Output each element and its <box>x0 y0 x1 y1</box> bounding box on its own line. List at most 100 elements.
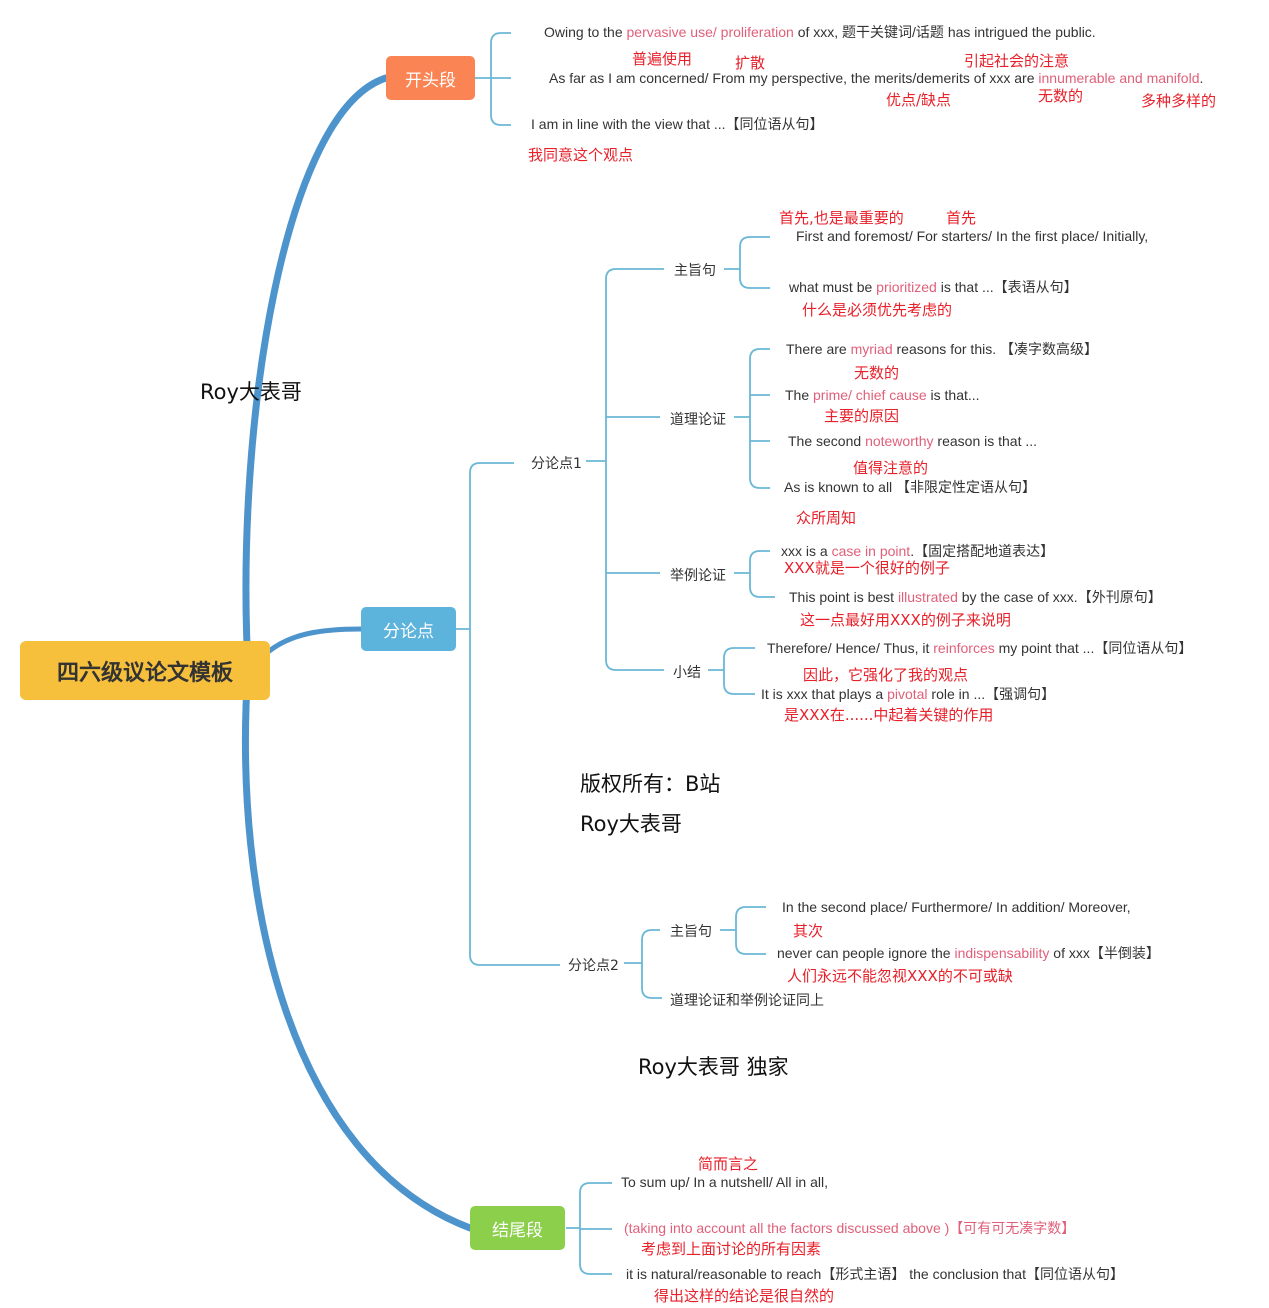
highlight: prime/ chief cause <box>813 387 927 403</box>
text: is that ...【表语从句】 <box>936 279 1078 295</box>
point1-example-label[interactable]: 举例论证 <box>670 568 726 584</box>
opening-sentence-2[interactable]: As far as I am concerned/ From my perspe… <box>549 69 1203 87</box>
point1-reasoning-label[interactable]: 道理论证 <box>670 412 726 428</box>
note-manifold: 多种多样的 <box>1141 92 1217 110</box>
text: is that... <box>926 387 980 403</box>
text: Therefore/ Hence/ Thus, it <box>767 640 934 656</box>
points-topic[interactable]: 分论点 <box>361 607 456 651</box>
note-pervasive: 普遍使用 <box>632 50 693 68</box>
closing-topic[interactable]: 结尾段 <box>470 1206 565 1250</box>
reasoning-sentence-3[interactable]: The second noteworthy reason is that ... <box>788 432 1037 450</box>
reasoning-bracket <box>734 348 770 489</box>
opening-bracket <box>475 32 511 126</box>
note-natural: 得出这样的结论是很自然的 <box>654 1287 835 1305</box>
watermark-left: Roy大表哥 <box>200 380 302 404</box>
point1-thesis-sentence-1[interactable]: First and foremost/ For starters/ In the… <box>796 228 1149 244</box>
reasoning-sentence-2[interactable]: The prime/ chief cause is that... <box>785 386 980 404</box>
note-prioritized: 什么是必须优先考虑的 <box>802 301 953 319</box>
note-merits: 优点/缺点 <box>886 91 952 109</box>
text: what must be <box>789 279 877 295</box>
text: of xxx, 题干关键词/话题 has intrigued the publi… <box>793 24 1096 40</box>
reasoning-sentence-4[interactable]: As is known to all 【非限定性定语从句】 <box>784 479 1037 495</box>
text: As far as I am concerned/ From my perspe… <box>549 70 1039 86</box>
text: of xxx【半倒装】 <box>1049 945 1160 961</box>
trunk-to-opening <box>242 74 390 672</box>
closing-bracket <box>566 1182 612 1275</box>
highlight: pervasive use/ proliferation <box>626 24 794 40</box>
text: my point that ...【同位语从句】 <box>994 640 1193 656</box>
note-agree: 我同意这个观点 <box>528 146 634 164</box>
highlight: prioritized <box>876 279 937 295</box>
note-illustrated: 这一点最好用XXX的例子来说明 <box>800 611 1011 629</box>
text: There are <box>786 341 851 357</box>
point2-thesis-label[interactable]: 主旨句 <box>670 924 712 940</box>
thesis2-bracket <box>720 906 766 955</box>
highlight: pivotal <box>887 686 928 702</box>
closing-sentence-3[interactable]: it is natural/reasonable to reach【形式主语】 … <box>626 1266 1124 1282</box>
note-noteworthy: 值得注意的 <box>853 459 929 477</box>
highlight: indispensability <box>954 945 1050 961</box>
point1-bracket <box>586 268 664 671</box>
note-known: 众所周知 <box>796 509 857 527</box>
point2-thesis-sentence-2[interactable]: never can people ignore the indispensabi… <box>777 944 1160 962</box>
watermark-author: Roy大表哥 <box>580 812 682 836</box>
note-proliferation: 扩散 <box>735 54 766 72</box>
text: xxx is a <box>781 543 832 559</box>
text: The <box>785 387 814 403</box>
point1-thesis-sentence-2[interactable]: what must be prioritized is that ...【表语从… <box>789 278 1078 296</box>
highlight: reinforces <box>933 640 995 656</box>
text: The second <box>788 433 866 449</box>
note-myriad: 无数的 <box>854 364 900 382</box>
note-first: 首先 <box>946 209 977 227</box>
note-pivotal: 是XXX在......中起着关键的作用 <box>784 706 994 724</box>
note-reinforces: 因此，它强化了我的观点 <box>803 666 969 684</box>
point2-same-label[interactable]: 道理论证和举例论证同上 <box>670 993 824 1009</box>
root-topic[interactable]: 四六级议论文模板 <box>20 641 270 700</box>
example-bracket <box>734 550 775 598</box>
closing-sentence-1[interactable]: To sum up/ In a nutshell/ All in all, <box>621 1174 828 1190</box>
opening-sentence-1[interactable]: Owing to the pervasive use/ proliferatio… <box>544 23 1096 41</box>
highlight: myriad <box>850 341 893 357</box>
closing-sentence-2[interactable]: (taking into account all the factors dis… <box>624 1220 1076 1236</box>
opening-sentence-3[interactable]: I am in line with the view that ...【同位语从… <box>531 116 824 132</box>
note-case-in-point: XXX就是一个很好的例子 <box>784 559 950 577</box>
text: . <box>1199 70 1204 86</box>
summary-sentence-1[interactable]: Therefore/ Hence/ Thus, it reinforces my… <box>767 639 1192 657</box>
point2-label[interactable]: 分论点2 <box>568 958 619 974</box>
note-indispensability: 人们永远不能忽视XXX的不可或缺 <box>787 967 1013 985</box>
point2-thesis-sentence-1[interactable]: In the second place/ Furthermore/ In add… <box>782 899 1131 915</box>
text: .【固定搭配地道表达】 <box>910 543 1055 559</box>
example-sentence-2[interactable]: This point is best illustrated by the ca… <box>789 588 1162 606</box>
thesis1-bracket <box>724 236 770 289</box>
trunk-to-points <box>265 626 364 655</box>
point1-summary-label[interactable]: 小结 <box>673 665 701 681</box>
watermark-exclusive: Roy大表哥 独家 <box>638 1055 789 1079</box>
text: never can people ignore the <box>777 945 955 961</box>
note-sum-up: 简而言之 <box>698 1155 759 1173</box>
opening-topic[interactable]: 开头段 <box>386 56 475 100</box>
text: It is xxx that plays a <box>761 686 888 702</box>
highlight: noteworthy <box>865 433 934 449</box>
reasoning-sentence-1[interactable]: There are myriad reasons for this. 【凑字数高… <box>786 340 1098 358</box>
text: This point is best <box>789 589 898 605</box>
text: reasons for this. 【凑字数高级】 <box>892 341 1098 357</box>
note-innumerable: 无数的 <box>1038 87 1084 105</box>
point1-label[interactable]: 分论点1 <box>531 456 582 472</box>
note-prime: 主要的原因 <box>824 407 900 425</box>
watermark-copyright: 版权所有：B站 <box>580 772 721 796</box>
example-sentence-1[interactable]: xxx is a case in point.【固定搭配地道表达】 <box>781 542 1054 560</box>
text: role in ...【强调句】 <box>927 686 1056 702</box>
summary-sentence-2[interactable]: It is xxx that plays a pivotal role in .… <box>761 685 1055 703</box>
note-intrigued: 引起社会的注意 <box>964 52 1070 70</box>
note-second: 其次 <box>793 922 824 940</box>
summary-bracket <box>708 647 755 695</box>
point2-bracket <box>624 929 662 999</box>
trunk-to-closing <box>241 664 474 1232</box>
note-factors: 考虑到上面讨论的所有因素 <box>641 1240 822 1258</box>
points-trunk-line <box>456 462 560 966</box>
point1-thesis-label[interactable]: 主旨句 <box>674 263 716 279</box>
text: reason is that ... <box>933 433 1038 449</box>
text: by the case of xxx.【外刊原句】 <box>957 589 1162 605</box>
note-foremost: 首先,也是最重要的 <box>779 209 904 227</box>
